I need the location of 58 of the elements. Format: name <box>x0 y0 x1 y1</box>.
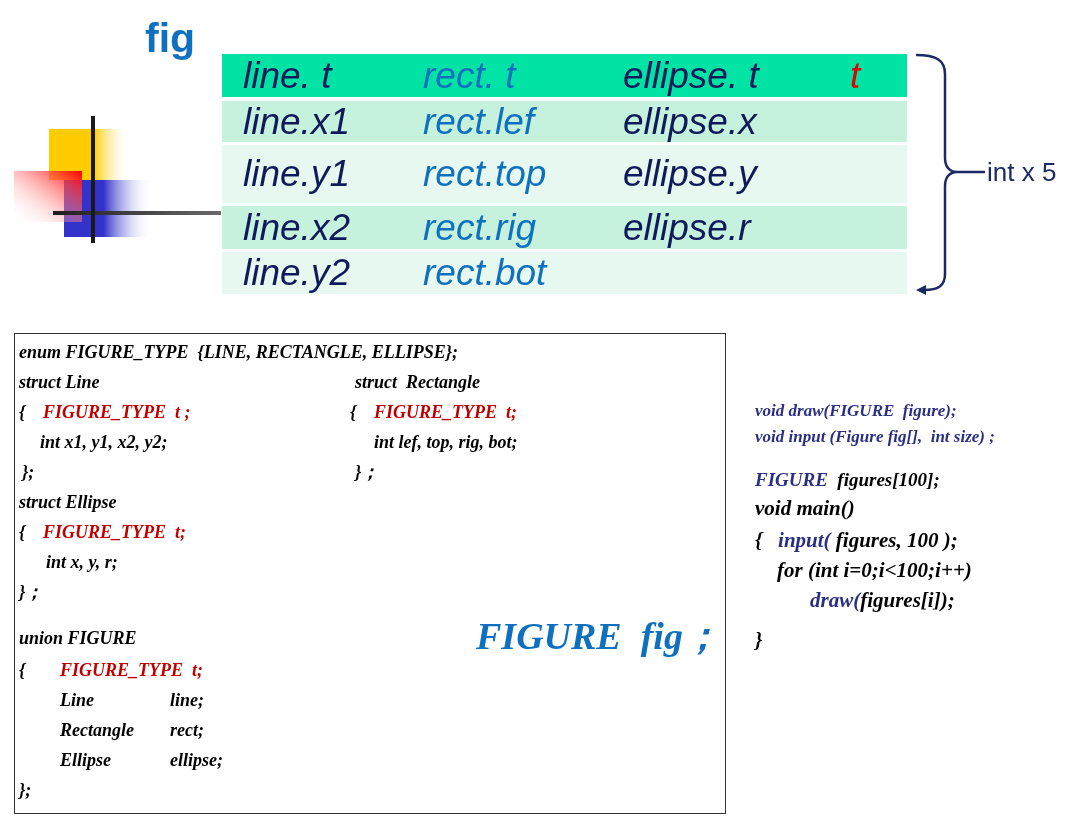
code-text: }； <box>355 461 380 483</box>
code-text: FIGURE_TYPE t; <box>374 401 517 423</box>
code-text: enum FIGURE_TYPE {LINE, RECTANGLE, ELLIPSE}; <box>19 341 459 363</box>
code-text: FIGURE fig； <box>476 614 721 658</box>
member-text: line.y1 <box>243 153 350 195</box>
code-text: void input (Figure fig[], int size) ; <box>755 426 995 447</box>
code-text: { <box>19 521 26 543</box>
member-text: line. t <box>243 55 332 97</box>
code-text: int lef, top, rig, bot; <box>374 431 518 453</box>
code-text: for (int i=0;i<100;i++) <box>777 557 972 583</box>
member-text: rect.bot <box>423 252 547 294</box>
code-text: FIGURE_TYPE t; <box>60 659 203 681</box>
code-text: { input( figures, 100 ); <box>755 527 958 553</box>
code-text: Ellipse <box>60 749 111 771</box>
table-row <box>222 54 907 97</box>
code-text: int x1, y1, x2, y2; <box>40 431 168 453</box>
member-text: rect.rig <box>423 207 537 249</box>
code-text: FIGURE_TYPE t ; <box>43 401 191 423</box>
code-text: ellipse; <box>170 749 223 771</box>
code-text: void draw(FIGURE figure); <box>755 400 957 421</box>
code-text: }； <box>19 581 44 603</box>
code-text: draw(figures[i]); <box>810 587 955 613</box>
code-text: }; <box>22 461 35 483</box>
table-row <box>222 101 907 142</box>
member-text: ellipse.y <box>623 153 757 195</box>
member-text: t <box>850 55 861 97</box>
code-text: line; <box>170 689 204 711</box>
code-text: Line <box>60 689 94 711</box>
table-row <box>222 145 907 203</box>
member-text: line.x1 <box>243 101 350 143</box>
table-title: fig <box>145 14 196 62</box>
member-text: ellipse.x <box>623 101 757 143</box>
code-text: { <box>19 659 26 681</box>
code-panel <box>14 333 726 814</box>
code-text: FIGURE_TYPE t; <box>43 521 186 543</box>
code-text: void main() <box>755 495 855 521</box>
code-text: struct Ellipse <box>19 491 117 513</box>
code-text: union FIGURE <box>19 627 137 649</box>
table-row <box>222 252 907 294</box>
member-text: rect.lef <box>423 101 535 143</box>
code-text: } <box>755 627 763 653</box>
code-text: }; <box>19 779 32 801</box>
member-text: rect.top <box>423 153 547 195</box>
bracket-label: int x 5 <box>987 157 1057 187</box>
code-text: struct Line <box>19 371 100 393</box>
code-text: Rectangle <box>60 719 134 741</box>
table-row <box>222 206 907 249</box>
member-text: line.y2 <box>243 252 350 294</box>
member-text: rect. t <box>423 55 516 97</box>
code-text: rect; <box>170 719 204 741</box>
member-text: ellipse. t <box>623 55 759 97</box>
code-text: FIGURE figures[100]; <box>755 468 940 492</box>
member-text: ellipse.r <box>623 207 751 249</box>
member-text: line.x2 <box>243 207 350 249</box>
code-text: { <box>350 401 357 423</box>
code-text: int x, y, r; <box>46 551 118 573</box>
code-text: struct Rectangle <box>355 371 480 393</box>
code-text: { <box>19 401 26 423</box>
